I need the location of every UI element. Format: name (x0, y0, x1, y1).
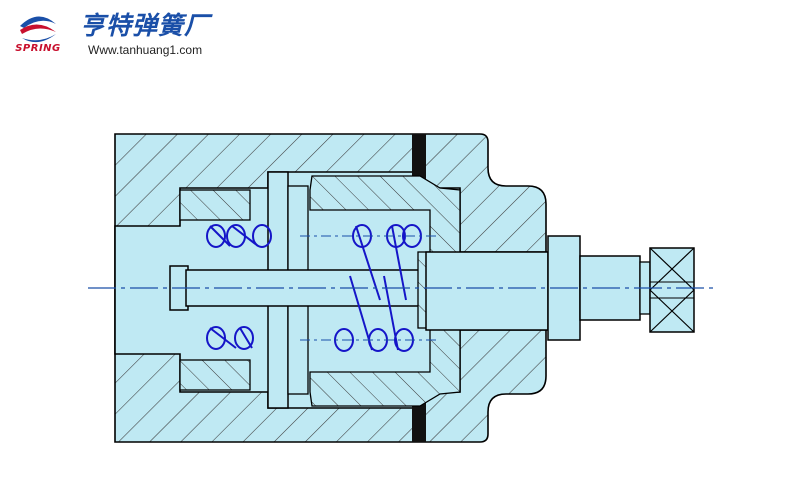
brand-name: 亨特弹簧厂 (80, 11, 211, 40)
website-url[interactable]: Www.tanhuang1.com (88, 43, 203, 57)
retainer-top (179, 189, 251, 221)
spring-small-bottom (206, 326, 254, 350)
retainer-bottom (179, 359, 251, 391)
shaft-large (425, 251, 549, 331)
seal-ring-top (412, 134, 426, 186)
square-end-block (649, 247, 695, 333)
site-header: SPRING 亨特弹簧厂 Www.tanhuang1.com (0, 0, 790, 70)
logo-text: SPRING (15, 43, 61, 54)
spring-valve-cross-section-diagram (88, 133, 716, 443)
spring-small-top (206, 224, 272, 248)
spring-logo-icon (20, 16, 56, 43)
